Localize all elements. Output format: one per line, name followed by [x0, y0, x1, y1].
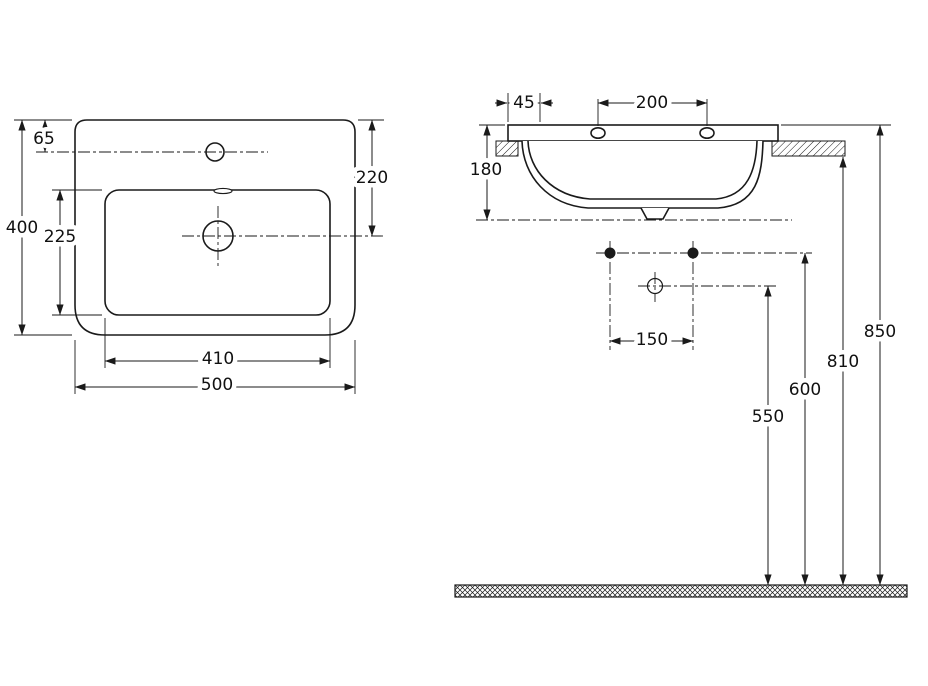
dim-label-150: 150	[636, 330, 668, 350]
dim-label-400: 400	[6, 218, 38, 238]
dim-tap-offset: 65	[29, 119, 59, 154]
wall-bracket-right	[771, 140, 846, 157]
dim-fixing-spacing: 150	[609, 326, 694, 355]
dim-overall-width: 500	[74, 340, 356, 400]
dim-label-550: 550	[752, 407, 784, 427]
dim-basin-height: 180	[465, 124, 507, 221]
dim-label-65: 65	[33, 129, 55, 149]
dim-label-225: 225	[44, 227, 76, 247]
dim-label-410: 410	[202, 349, 234, 369]
rim-section	[507, 124, 779, 142]
bowl-profile-outer	[521, 140, 764, 209]
dim-label-220: 220	[356, 168, 388, 188]
floor-hatch	[454, 584, 908, 598]
dim-overall-depth: 400	[1, 119, 72, 336]
dim-drain-offset: 220	[351, 119, 393, 237]
dim-bowl-depth: 225	[39, 189, 102, 316]
dim-label-810: 810	[827, 352, 859, 372]
front-view: 45 200 180 150 550 600	[454, 89, 908, 598]
dim-label-600: 600	[789, 380, 821, 400]
plan-view: 400 65 225 220 410	[1, 119, 393, 400]
dim-label-200: 200	[636, 93, 668, 113]
dim-fixing-height: 600	[784, 252, 826, 586]
tap-hole-right	[699, 127, 715, 140]
dim-underside-height: 810	[822, 156, 864, 586]
dim-label-850: 850	[864, 322, 896, 342]
dim-bowl-width: 410	[104, 318, 331, 374]
dim-label-180: 180	[470, 160, 502, 180]
dim-tap-spacing: 200	[597, 89, 708, 126]
overflow-slot	[213, 187, 233, 195]
dim-ledge: 45	[495, 89, 553, 122]
drain-stub	[640, 207, 670, 220]
tap-hole-left	[590, 127, 606, 140]
wall-bracket-left	[495, 140, 519, 157]
bowl-profile-inner	[527, 140, 758, 200]
bowl-outline	[104, 189, 331, 316]
dim-label-500: 500	[201, 375, 233, 395]
dim-rim-height: 850	[781, 124, 901, 586]
dim-label-45: 45	[513, 93, 535, 113]
dim-waste-height: 550	[747, 285, 789, 586]
